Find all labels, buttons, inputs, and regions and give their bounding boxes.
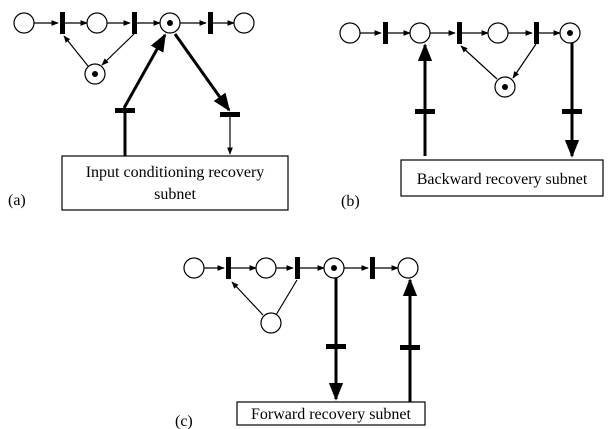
place xyxy=(397,257,419,279)
token xyxy=(567,30,573,36)
transition xyxy=(115,108,135,113)
arc xyxy=(512,43,537,79)
recovery-arc-out xyxy=(173,33,231,112)
caption-b: (b) xyxy=(341,193,360,210)
place xyxy=(260,312,282,334)
subnet-label-c: Forward recovery subnet xyxy=(251,406,412,423)
place xyxy=(13,12,35,34)
subnet-box-b xyxy=(400,159,604,197)
token xyxy=(331,265,337,271)
arc xyxy=(231,281,264,316)
arc xyxy=(63,35,89,67)
transition xyxy=(562,109,582,114)
place xyxy=(255,257,277,279)
transition xyxy=(208,12,213,34)
subnet-label-b: Backward recovery subnet xyxy=(417,171,588,188)
caption-a: (a) xyxy=(8,192,26,209)
subnet-box-a xyxy=(61,155,289,211)
token xyxy=(92,71,98,77)
transition xyxy=(326,344,346,349)
transition xyxy=(400,345,420,350)
transition xyxy=(534,22,539,44)
transition xyxy=(60,12,65,34)
arc xyxy=(460,45,498,80)
transition xyxy=(415,109,435,114)
panel-a: Input conditioning recovery subnet (a) xyxy=(8,12,289,211)
recovery-arc-in xyxy=(122,33,167,109)
place xyxy=(487,22,509,44)
transition xyxy=(220,112,240,117)
token xyxy=(167,20,173,26)
caption-c: (c) xyxy=(175,413,193,429)
transition xyxy=(457,22,462,44)
subnet-label-a-line1: Input conditioning recovery xyxy=(86,164,265,181)
place xyxy=(86,12,108,34)
arc xyxy=(275,279,298,316)
panel-c: Forward recovery subnet (c) xyxy=(175,257,426,429)
place xyxy=(339,22,361,44)
transition xyxy=(226,257,231,279)
transition xyxy=(370,257,375,279)
place xyxy=(409,22,431,44)
token xyxy=(502,84,508,90)
subnet-box-c xyxy=(236,401,426,426)
arc xyxy=(101,33,135,66)
subnet-label-a-line2: subnet xyxy=(154,186,196,203)
place xyxy=(183,257,205,279)
transition xyxy=(295,257,300,279)
panel-b: Backward recovery subnet (b) xyxy=(339,22,604,210)
transition xyxy=(132,12,137,34)
place xyxy=(233,12,255,34)
transition xyxy=(383,22,388,44)
